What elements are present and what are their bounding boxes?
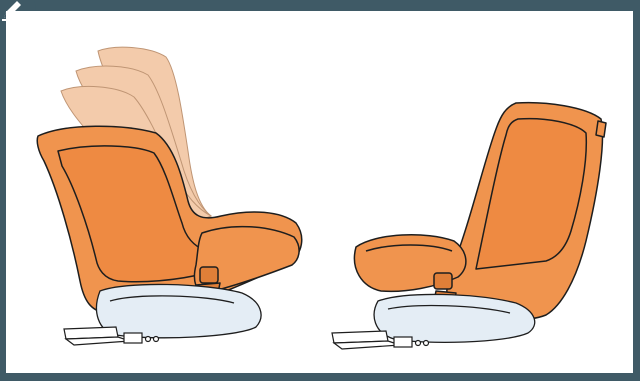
seat-base	[97, 284, 262, 337]
illustration-panel	[6, 11, 633, 373]
seat-base-right	[374, 294, 535, 342]
seat-shell-right	[354, 103, 606, 321]
upright-car-seat	[332, 103, 606, 349]
reclining-car-seat	[37, 47, 301, 345]
